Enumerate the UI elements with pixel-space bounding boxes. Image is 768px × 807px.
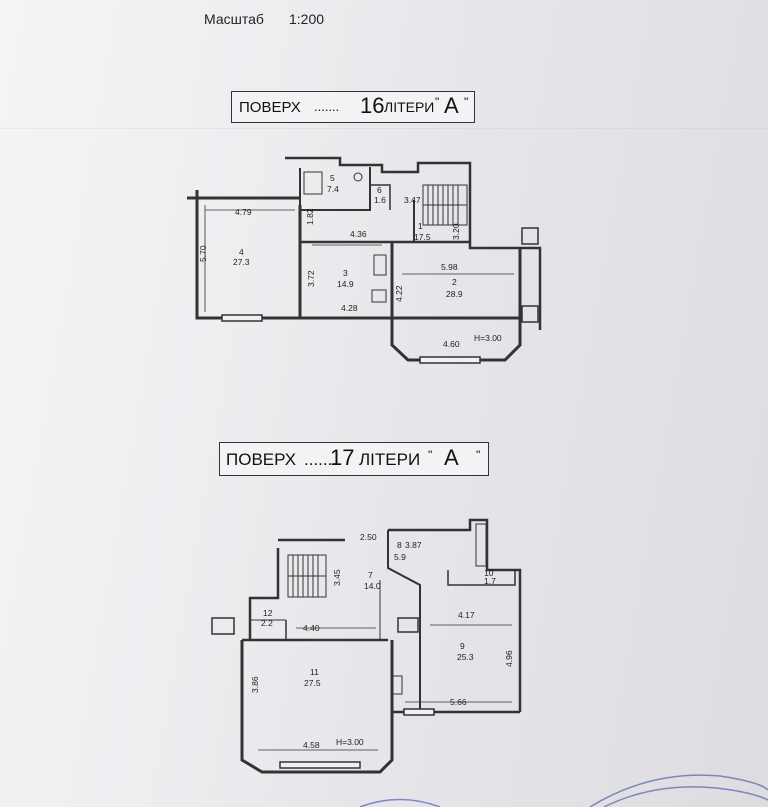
- dim-label: 4.22: [394, 285, 404, 302]
- seal-stamp: [359, 774, 768, 807]
- scale-value: 1:200: [289, 11, 325, 27]
- dim-label: 3.72: [306, 270, 316, 287]
- floor-letter: А: [444, 445, 459, 470]
- dim-label: 5.98: [441, 262, 458, 272]
- dim-label: 4.28: [341, 303, 358, 313]
- dim-label: 1.82: [305, 208, 315, 225]
- dim-label: 5.70: [198, 245, 208, 262]
- dim-label: 3.86: [250, 676, 260, 693]
- room-area-1: 17.5: [414, 232, 431, 242]
- floor-quote-open: ": [428, 448, 433, 462]
- room-num-2: 2: [452, 277, 457, 287]
- floor-quote-open: ": [435, 95, 440, 109]
- scale-label: Масштаб: [204, 11, 264, 27]
- room-area-12: 2.2: [261, 618, 273, 628]
- floor-dots: .......: [314, 99, 340, 114]
- room-num-4: 4: [239, 247, 244, 257]
- floor-letter: А: [444, 93, 459, 118]
- dim-label: 3.47: [404, 195, 421, 205]
- room-area-5: 7.4: [327, 184, 339, 194]
- room-num-3: 3: [343, 268, 348, 278]
- floor-number: 16: [360, 93, 385, 118]
- floor-16-title: ПОВЕРХ ....... 16 ЛІТЕРИ " А ": [231, 91, 475, 123]
- floor-17-plan: [211, 518, 522, 774]
- room-num-8: 8: [397, 540, 402, 550]
- room-area-10: 1.7: [484, 576, 496, 586]
- paper-fold-line: [0, 128, 768, 129]
- floor-mid-label: ЛІТЕРИ: [384, 99, 435, 115]
- room-area-6: 1.6: [374, 195, 386, 205]
- ceiling-height: H=3.00: [474, 333, 502, 343]
- dim-label: 4.60: [443, 339, 460, 349]
- floor-17-labels: 2.50 8 3.87 5.9 7 14.0 3.45 10 1.7 4.17 …: [250, 532, 514, 750]
- floor-number: 17: [330, 445, 355, 470]
- dim-label: 4.36: [350, 229, 367, 239]
- room-area-8: 5.9: [394, 552, 406, 562]
- dim-label: 4.17: [458, 610, 475, 620]
- room-area-4: 27.3: [233, 257, 250, 267]
- floor-quote-close: ": [464, 95, 469, 109]
- floor-17-title: ПОВЕРХ ....... 17 ЛІТЕРИ " А ": [219, 442, 489, 476]
- dim-label: 5.66: [450, 697, 467, 707]
- floor-16-labels: 5 7.4 6 1.6 1 17.5 4 27.3 3 14.9 2 28.9 …: [198, 173, 502, 349]
- floor-prefix: ПОВЕРХ: [239, 99, 301, 116]
- room-area-7: 14.0: [364, 581, 381, 591]
- ceiling-height: H=3.00: [336, 737, 364, 747]
- dim-label: 4.96: [504, 650, 514, 667]
- room-num-5: 5: [330, 173, 335, 183]
- dim-label: 4.58: [303, 740, 320, 750]
- floor-dots: .......: [304, 450, 338, 469]
- floor-quote-close: ": [476, 448, 481, 462]
- room-num-12: 12: [263, 608, 273, 618]
- floor-mid-label: ЛІТЕРИ: [359, 450, 421, 469]
- room-num-11: 11: [310, 667, 319, 677]
- floor-prefix: ПОВЕРХ: [226, 450, 297, 469]
- room-num-6: 6: [377, 185, 382, 195]
- dim-label: 3.87: [405, 540, 422, 550]
- room-area-2: 28.9: [446, 289, 463, 299]
- room-num-1: 1: [418, 221, 423, 231]
- room-num-9: 9: [460, 641, 465, 651]
- dim-label: 2.50: [360, 532, 377, 542]
- dim-label: 4.40: [303, 623, 320, 633]
- room-area-9: 25.3: [457, 652, 474, 662]
- dim-label: 4.79: [235, 207, 252, 217]
- floor-16-plan: [187, 156, 542, 364]
- room-num-7: 7: [368, 570, 373, 580]
- dim-label: 3.45: [332, 569, 342, 586]
- room-num-10: 10: [484, 568, 494, 578]
- room-area-11: 27.5: [304, 678, 321, 688]
- dim-label: 3.20: [451, 223, 461, 240]
- room-area-3: 14.9: [337, 279, 354, 289]
